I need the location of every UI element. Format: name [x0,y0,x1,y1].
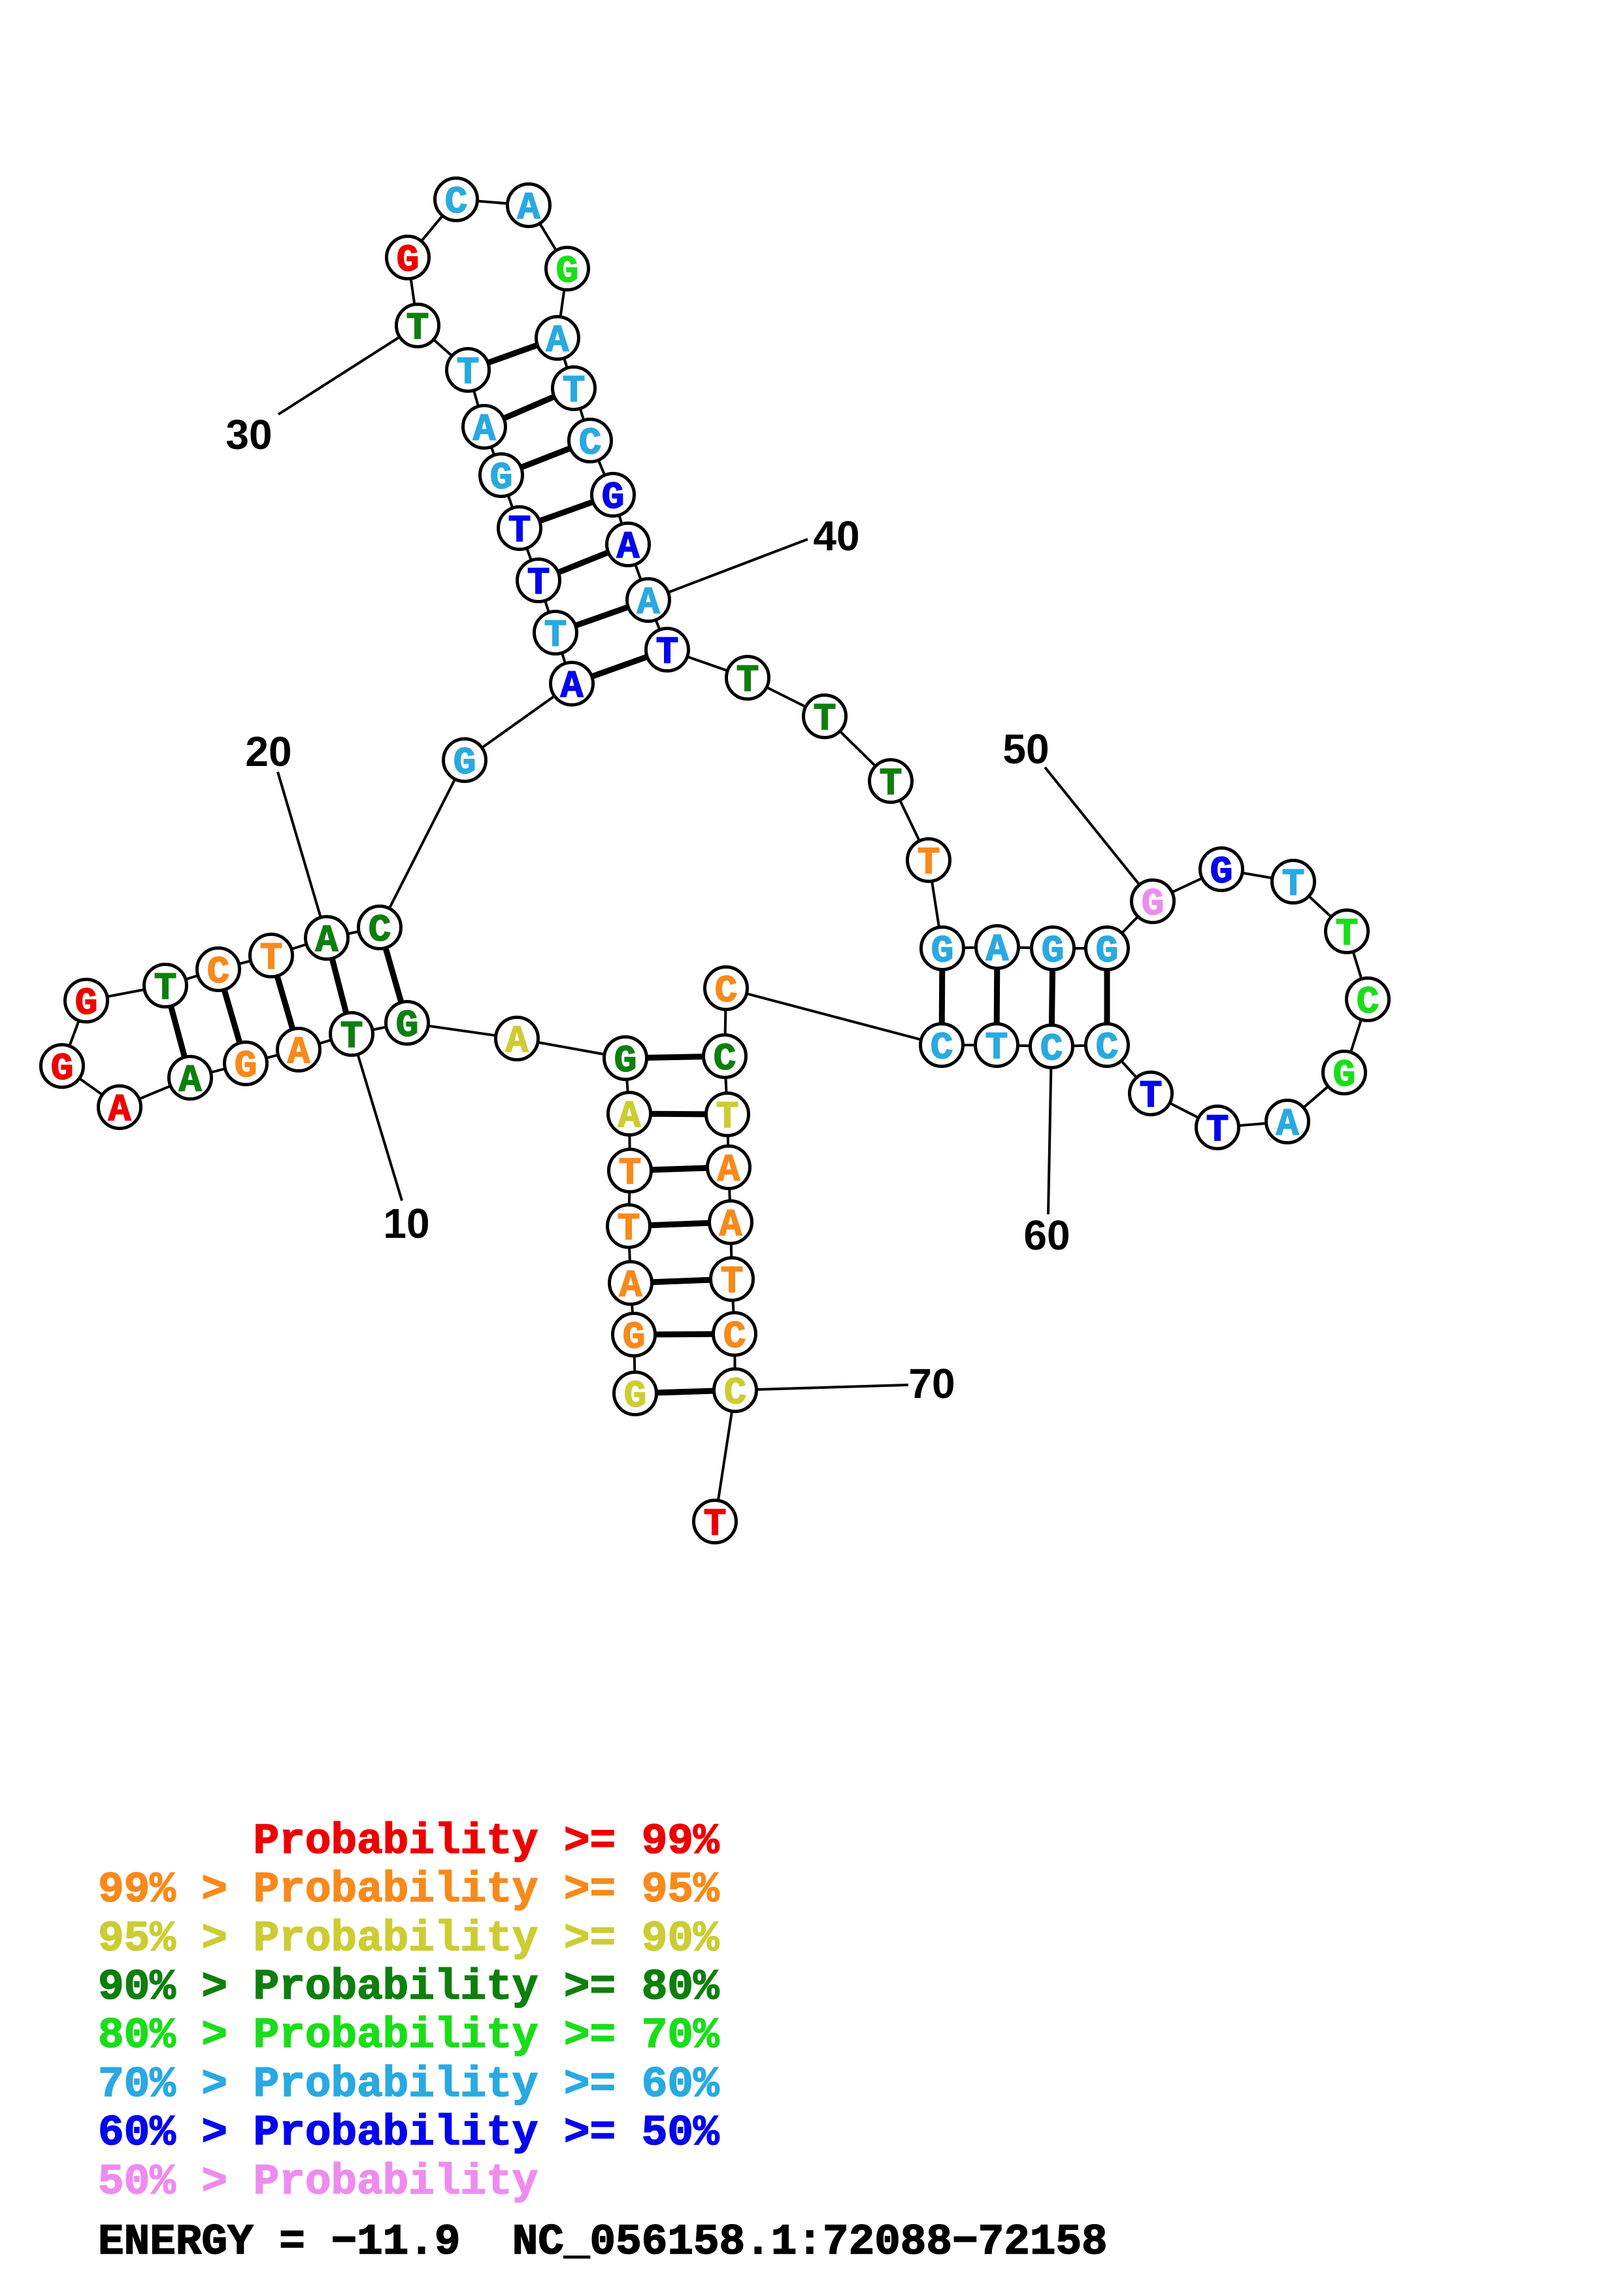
svg-text:G: G [75,983,98,1025]
svg-text:G: G [602,477,625,520]
svg-text:60: 60 [1023,1212,1070,1259]
svg-text:T: T [340,1016,363,1059]
svg-text:10: 10 [383,1200,429,1247]
svg-text:50% > Probability: 50% > Probability [98,2157,538,2206]
svg-text:95% > Probability >= 90%: 95% > Probability >= 90% [98,1914,719,1963]
svg-text:G: G [623,1317,646,1359]
svg-text:A: A [506,1021,529,1063]
svg-text:A: A [718,1150,740,1192]
svg-text:50: 50 [1002,725,1049,773]
svg-text:99% > Probability >= 95%: 99% > Probability >= 95% [98,1865,719,1914]
svg-text:T: T [716,1097,739,1139]
svg-text:C: C [369,910,391,952]
svg-text:T: T [985,1027,1008,1070]
svg-text:A: A [108,1090,131,1132]
svg-text:G: G [1096,931,1119,973]
svg-text:G: G [1142,884,1165,926]
svg-text:G: G [397,240,420,282]
svg-text:C: C [931,1027,953,1070]
svg-text:G: G [1333,1055,1356,1097]
svg-text:T: T [1206,1110,1229,1152]
svg-text:T: T [880,763,902,806]
svg-text:80% > Probability >= 70%: 80% > Probability >= 70% [98,2011,719,2060]
svg-text:T: T [619,1153,642,1195]
svg-text:T: T [406,308,429,350]
svg-text:C: C [1357,982,1380,1024]
svg-text:T: T [154,968,177,1010]
svg-text:A: A [473,409,496,452]
svg-text:T: T [656,632,679,674]
svg-text:T: T [704,1504,727,1546]
svg-text:90% > Probability >= 80%: 90% > Probability >= 80% [98,1963,719,2012]
svg-text:G: G [51,1048,74,1091]
svg-text:40: 40 [813,512,859,559]
svg-text:30: 30 [225,411,272,458]
svg-text:G: G [931,931,954,973]
svg-text:A: A [719,1205,742,1247]
svg-text:A: A [620,1265,642,1308]
svg-text:G: G [614,1040,637,1083]
svg-text:C: C [445,182,468,224]
svg-text:C: C [1096,1027,1119,1070]
svg-text:60% > Probability >= 50%: 60% > Probability >= 50% [98,2108,719,2157]
svg-text:C: C [724,1373,747,1415]
svg-text:T: T [508,510,531,553]
svg-text:70% > Probability >= 60%: 70% > Probability >= 60% [98,2060,719,2109]
svg-text:A: A [618,1096,641,1139]
svg-text:A: A [637,582,660,625]
svg-text:G: G [1210,852,1233,894]
svg-text:C: C [579,423,602,465]
svg-text:T: T [721,1261,744,1304]
svg-text:G: G [235,1046,257,1088]
svg-text:G: G [396,1005,419,1048]
svg-text:A: A [518,188,540,230]
svg-text:G: G [454,742,476,785]
svg-text:A: A [546,320,569,363]
svg-text:T: T [736,660,759,703]
svg-text:Probability >= 99%: Probability >= 99% [98,1817,719,1866]
svg-text:T: T [527,563,550,605]
svg-text:C: C [723,1316,746,1359]
svg-text:A: A [561,666,584,708]
svg-text:70: 70 [908,1360,955,1407]
svg-text:T: T [544,615,567,657]
svg-text:ENERGY = −11.9 NC_056158.1:72: ENERGY = −11.9 NC_056158.1:72088−72158 [98,2218,1108,2267]
svg-text:20: 20 [245,728,291,775]
svg-text:A: A [986,929,1009,972]
svg-text:T: T [618,1208,640,1251]
svg-text:G: G [556,251,579,293]
svg-text:T: T [457,352,480,395]
svg-text:T: T [814,699,836,741]
svg-text:T: T [1140,1076,1163,1118]
svg-text:A: A [1276,1104,1299,1146]
svg-text:T: T [260,938,283,980]
svg-text:A: A [316,920,339,963]
svg-text:A: A [288,1032,310,1074]
svg-text:G: G [1042,931,1065,973]
svg-text:C: C [715,971,738,1013]
svg-text:A: A [179,1060,202,1103]
svg-text:T: T [1282,864,1305,907]
svg-text:A: A [617,527,640,569]
svg-text:C: C [714,1039,736,1081]
svg-text:G: G [624,1376,647,1418]
svg-text:G: G [490,458,513,500]
svg-text:C: C [1040,1029,1063,1071]
svg-text:C: C [207,952,230,994]
svg-text:T: T [917,842,940,885]
svg-text:T: T [563,371,586,413]
svg-text:T: T [1336,914,1359,956]
